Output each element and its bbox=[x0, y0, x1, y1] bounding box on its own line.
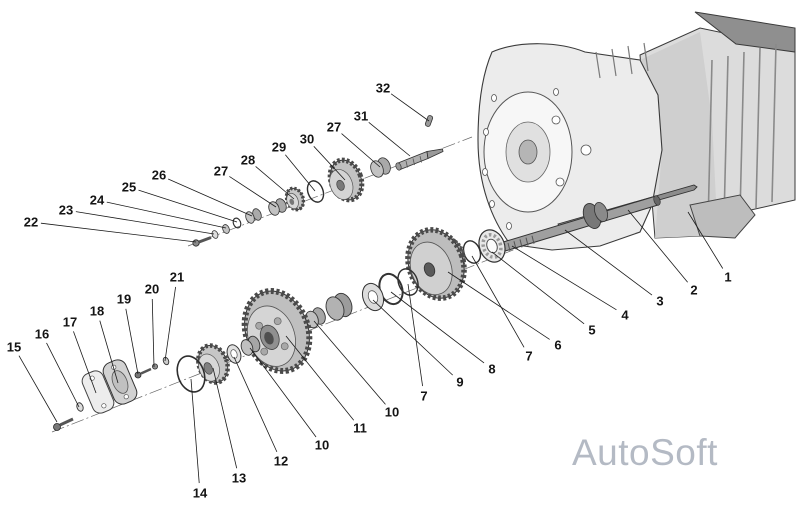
leader-line bbox=[313, 146, 346, 181]
part-22-bolt bbox=[192, 236, 212, 247]
leader-line bbox=[167, 178, 253, 217]
part-15-bolt bbox=[53, 417, 74, 431]
housing-mount-lug bbox=[689, 194, 756, 239]
watermark: AutoSoft bbox=[572, 432, 718, 473]
leader-line bbox=[249, 347, 317, 438]
leader-line bbox=[73, 331, 97, 394]
part-28-gear bbox=[284, 186, 306, 212]
leader-lines bbox=[18, 93, 724, 484]
leader-line bbox=[390, 93, 430, 122]
leader-line bbox=[368, 122, 411, 157]
leader-line bbox=[407, 283, 423, 387]
part-9-washer bbox=[361, 282, 385, 312]
leader-line bbox=[212, 367, 238, 469]
part-10-bushing-right bbox=[305, 307, 326, 329]
part-31-shaft-tip bbox=[395, 148, 444, 171]
part-21-washer bbox=[162, 356, 170, 366]
part-20-pin bbox=[151, 363, 158, 370]
leader-line bbox=[255, 166, 295, 200]
leader-line bbox=[99, 320, 119, 384]
leader-line bbox=[40, 222, 197, 243]
housing-ribs bbox=[707, 43, 777, 226]
leader-line bbox=[491, 251, 585, 325]
leader-line bbox=[151, 298, 155, 368]
leader-line bbox=[341, 133, 381, 168]
leader-line bbox=[313, 320, 386, 405]
leader-line bbox=[233, 356, 278, 453]
synchro-hub bbox=[325, 292, 353, 321]
part-7-snap-ring-left bbox=[397, 268, 419, 296]
leader-line bbox=[164, 286, 176, 362]
part-19-bolt bbox=[134, 367, 152, 379]
leader-line bbox=[285, 154, 316, 192]
leader-line bbox=[511, 245, 617, 311]
part-27-spacer-b bbox=[370, 157, 391, 178]
part-17-gasket bbox=[81, 370, 115, 414]
leader-line bbox=[447, 271, 550, 340]
leader-line bbox=[372, 299, 453, 376]
part-26-roller bbox=[245, 208, 262, 224]
part-13-gear bbox=[196, 343, 230, 385]
leader-line bbox=[125, 308, 139, 375]
part-6-gear-cone bbox=[405, 227, 467, 301]
part-11-main-gear bbox=[241, 288, 313, 374]
leader-line bbox=[106, 201, 227, 229]
leader-line bbox=[627, 209, 688, 283]
part-29-snap-ring bbox=[306, 180, 325, 203]
leader-line bbox=[471, 255, 525, 348]
part-25-ring bbox=[232, 217, 242, 229]
leader-line bbox=[46, 342, 80, 408]
leader-line bbox=[390, 291, 485, 364]
leader-line bbox=[75, 211, 215, 235]
gearbox-housing bbox=[477, 11, 796, 251]
leader-line bbox=[190, 378, 200, 484]
part-30-gear bbox=[327, 157, 365, 203]
housing-bolt-holes bbox=[482, 88, 592, 230]
part-24-washer bbox=[222, 224, 230, 234]
leader-line bbox=[564, 229, 653, 296]
part-12-washer bbox=[226, 344, 242, 364]
part-27-spacer-a bbox=[268, 198, 287, 216]
part-16-washer bbox=[76, 402, 84, 412]
part-23-washer bbox=[211, 230, 219, 239]
leader-line bbox=[138, 189, 238, 223]
housing-top-flange bbox=[694, 11, 796, 53]
part-14-snap-ring bbox=[176, 355, 206, 393]
leader-line bbox=[18, 355, 58, 423]
housing-fins bbox=[595, 42, 649, 79]
leader-line bbox=[285, 335, 355, 421]
leader-line bbox=[687, 211, 724, 269]
part-10-bushing-left bbox=[240, 335, 261, 356]
leader-line bbox=[229, 176, 277, 208]
